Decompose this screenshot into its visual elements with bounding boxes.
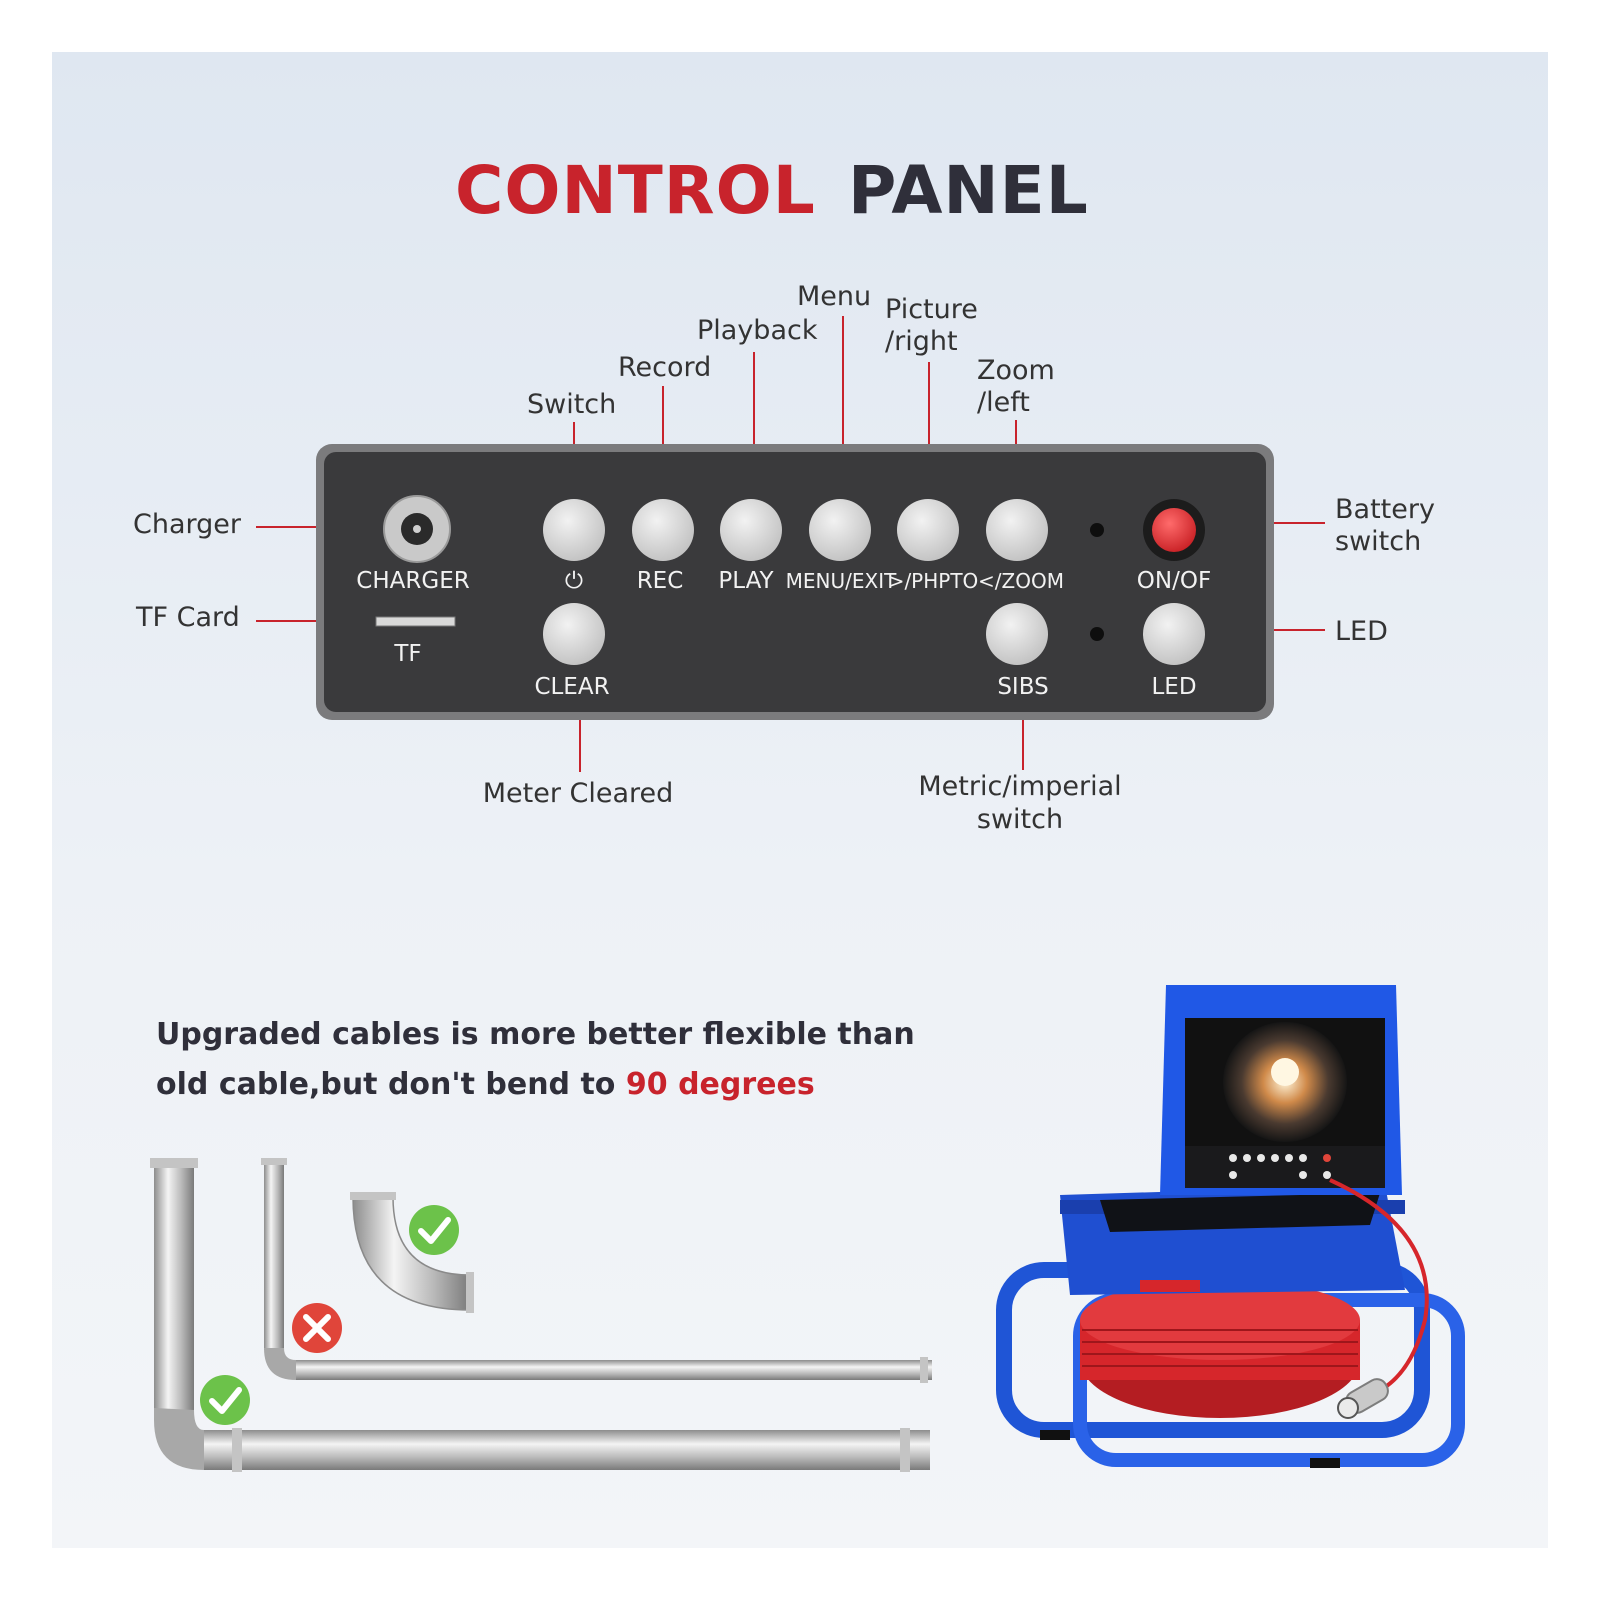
clear-label: CLEAR (534, 674, 609, 700)
callout-metric-2: switch (977, 804, 1063, 835)
callout-charger: Charger (133, 509, 242, 540)
zoom-left-button[interactable] (986, 499, 1048, 561)
callout-zoom-2: /left (977, 387, 1030, 418)
callout-meter-cleared: Meter Cleared (483, 778, 674, 809)
bend-note-line2-prefix: old cable,but don't bend to (156, 1067, 626, 1102)
tf-card-slot[interactable] (375, 616, 456, 627)
bend-note-line1: Upgraded cables is more better flexible … (156, 1017, 915, 1052)
check-icon (200, 1375, 250, 1425)
callout-metric-1: Metric/imperial (918, 771, 1121, 802)
on-off-label: ON/OF (1137, 568, 1211, 594)
menu-exit-label: MENU/EXIT (786, 569, 897, 593)
indicator-dot (1090, 627, 1104, 641)
mini-control-panel (1185, 1146, 1385, 1188)
control-panel: CHARGER TF ⏻ REC PLAY MENU/EXIT >/PHPTO … (316, 444, 1274, 720)
rec-label: REC (637, 568, 684, 594)
pipe-large-horizontal (204, 1430, 930, 1470)
led-button[interactable] (1143, 603, 1205, 665)
photo-label: >/PHPTO (888, 569, 979, 593)
switch-button[interactable] (543, 499, 605, 561)
callout-zoom-1: Zoom (977, 355, 1055, 386)
clear-button[interactable] (543, 603, 605, 665)
camera-cable (1329, 1178, 1429, 1397)
pipe-large-vertical (154, 1160, 194, 1410)
title-panel: PANEL (848, 152, 1089, 229)
callout-picture-1: Picture (885, 294, 978, 325)
callout-menu: Menu (797, 281, 871, 312)
power-icon: ⏻ (565, 568, 583, 594)
callout-led: LED (1335, 616, 1388, 647)
rec-button[interactable] (632, 499, 694, 561)
callout-picture-2: /right (885, 326, 958, 357)
play-button[interactable] (720, 499, 782, 561)
menu-exit-button[interactable] (809, 499, 871, 561)
inspection-camera-product (996, 985, 1465, 1468)
charger-label: CHARGER (356, 568, 469, 594)
photo-right-button[interactable] (897, 499, 959, 561)
zoom-label: </ZOOM (978, 569, 1064, 593)
cross-icon (292, 1303, 342, 1353)
callout-playback: Playback (697, 315, 818, 346)
pipe-small-horizontal (296, 1360, 932, 1380)
sibs-button[interactable] (986, 603, 1048, 665)
bend-note-line2: old cable,but don't bend to 90 degrees (156, 1060, 976, 1110)
on-off-button[interactable] (1152, 508, 1196, 552)
tf-label: TF (393, 641, 421, 667)
bend-note-highlight: 90 degrees (625, 1067, 815, 1102)
bend-note: Upgraded cables is more better flexible … (156, 1010, 976, 1110)
callout-battery-1: Battery (1335, 494, 1435, 525)
callout-switch: Switch (527, 389, 616, 420)
indicator-dot (1090, 523, 1104, 537)
pipes-illustration (150, 1158, 932, 1472)
pipe-small-vertical (264, 1160, 284, 1350)
play-label: PLAY (718, 568, 774, 594)
led-label: LED (1151, 674, 1196, 700)
callout-record: Record (618, 352, 711, 383)
callout-tf-card: TF Card (135, 602, 240, 633)
callout-battery-2: switch (1335, 526, 1421, 557)
check-icon (409, 1205, 459, 1255)
title-control: CONTROL (455, 152, 816, 229)
sibs-label: SIBS (997, 674, 1048, 700)
